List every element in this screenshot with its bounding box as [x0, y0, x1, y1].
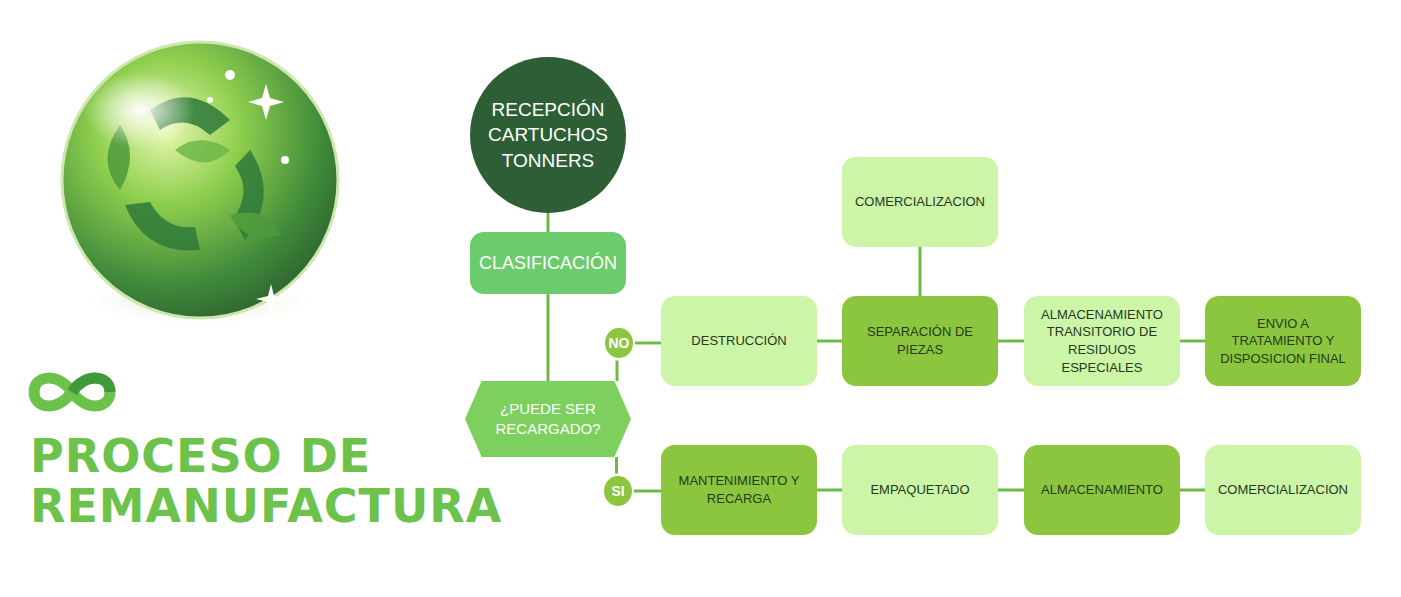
decision-hexagon: ¿PUEDE SER RECARGADO?: [465, 381, 631, 457]
process-box: DESTRUCCIÓN: [661, 296, 817, 386]
process-box: SEPARACIÓN DE PIEZAS: [842, 296, 998, 386]
process-box: ALMACENAMIENTO: [1024, 445, 1180, 535]
process-box: ENVIO A TRATAMIENTO Y DISPOSICION FINAL: [1205, 296, 1361, 386]
connector-line: [919, 247, 922, 296]
start-circle: RECEPCIÓN CARTUCHOS TONNERS: [470, 57, 626, 213]
process-box: MANTENIMIENTO Y RECARGA: [661, 445, 817, 535]
connector-line: [817, 489, 842, 492]
node-label: CLASIFICACIÓN: [479, 251, 617, 275]
sparkles: [207, 70, 289, 314]
connector-line: [817, 340, 842, 343]
node-label: ENVIO A TRATAMIENTO Y DISPOSICION FINAL: [1213, 315, 1353, 368]
connector-line: [615, 457, 618, 474]
node-label: NO: [609, 334, 630, 353]
process-box: COMERCIALIZACION: [842, 157, 998, 247]
branch-circle: SI: [602, 474, 634, 509]
node-label: ALMACENAMIENTO: [1041, 481, 1163, 499]
node-label: RECEPCIÓN CARTUCHOS TONNERS: [488, 97, 608, 174]
infinity-symbol: [34, 378, 110, 406]
process-box: EMPAQUETADO: [842, 445, 998, 535]
diagram-title: PROCESO DE REMANUFACTURA: [30, 432, 500, 531]
node-label: DESTRUCCIÓN: [691, 332, 786, 350]
node-label: ¿PUEDE SER RECARGADO?: [491, 399, 605, 440]
connector-line: [998, 489, 1024, 492]
process-box: COMERCIALIZACION: [1205, 445, 1361, 535]
globe-highlight: [85, 72, 195, 148]
connector-line: [1180, 340, 1205, 343]
connector-line: [998, 340, 1024, 343]
connector-line: [616, 360, 619, 381]
connector-line: [547, 294, 550, 381]
node-label: EMPAQUETADO: [870, 481, 969, 499]
connector-line: [634, 489, 661, 492]
node-label: COMERCIALIZACION: [855, 193, 985, 211]
process-box: ALMACENAMIENTO TRANSITORIO DE RESIDUOS E…: [1024, 296, 1180, 386]
process-box: CLASIFICACIÓN: [470, 232, 626, 294]
hexagon-shape: [465, 381, 631, 457]
connector-line: [547, 213, 550, 232]
node-label: MANTENIMIENTO Y RECARGA: [669, 472, 809, 507]
branch-circle: NO: [603, 326, 635, 361]
node-label: COMERCIALIZACION: [1218, 481, 1348, 499]
node-label: SEPARACIÓN DE PIEZAS: [850, 323, 990, 358]
node-label: ALMACENAMIENTO TRANSITORIO DE RESIDUOS E…: [1032, 306, 1172, 376]
hexagon-outline: [465, 381, 631, 457]
infinity-shade: [72, 378, 110, 392]
connector-line: [1180, 489, 1205, 492]
node-label: SI: [611, 482, 624, 501]
globe: [62, 42, 338, 318]
connector-line: [635, 341, 661, 344]
